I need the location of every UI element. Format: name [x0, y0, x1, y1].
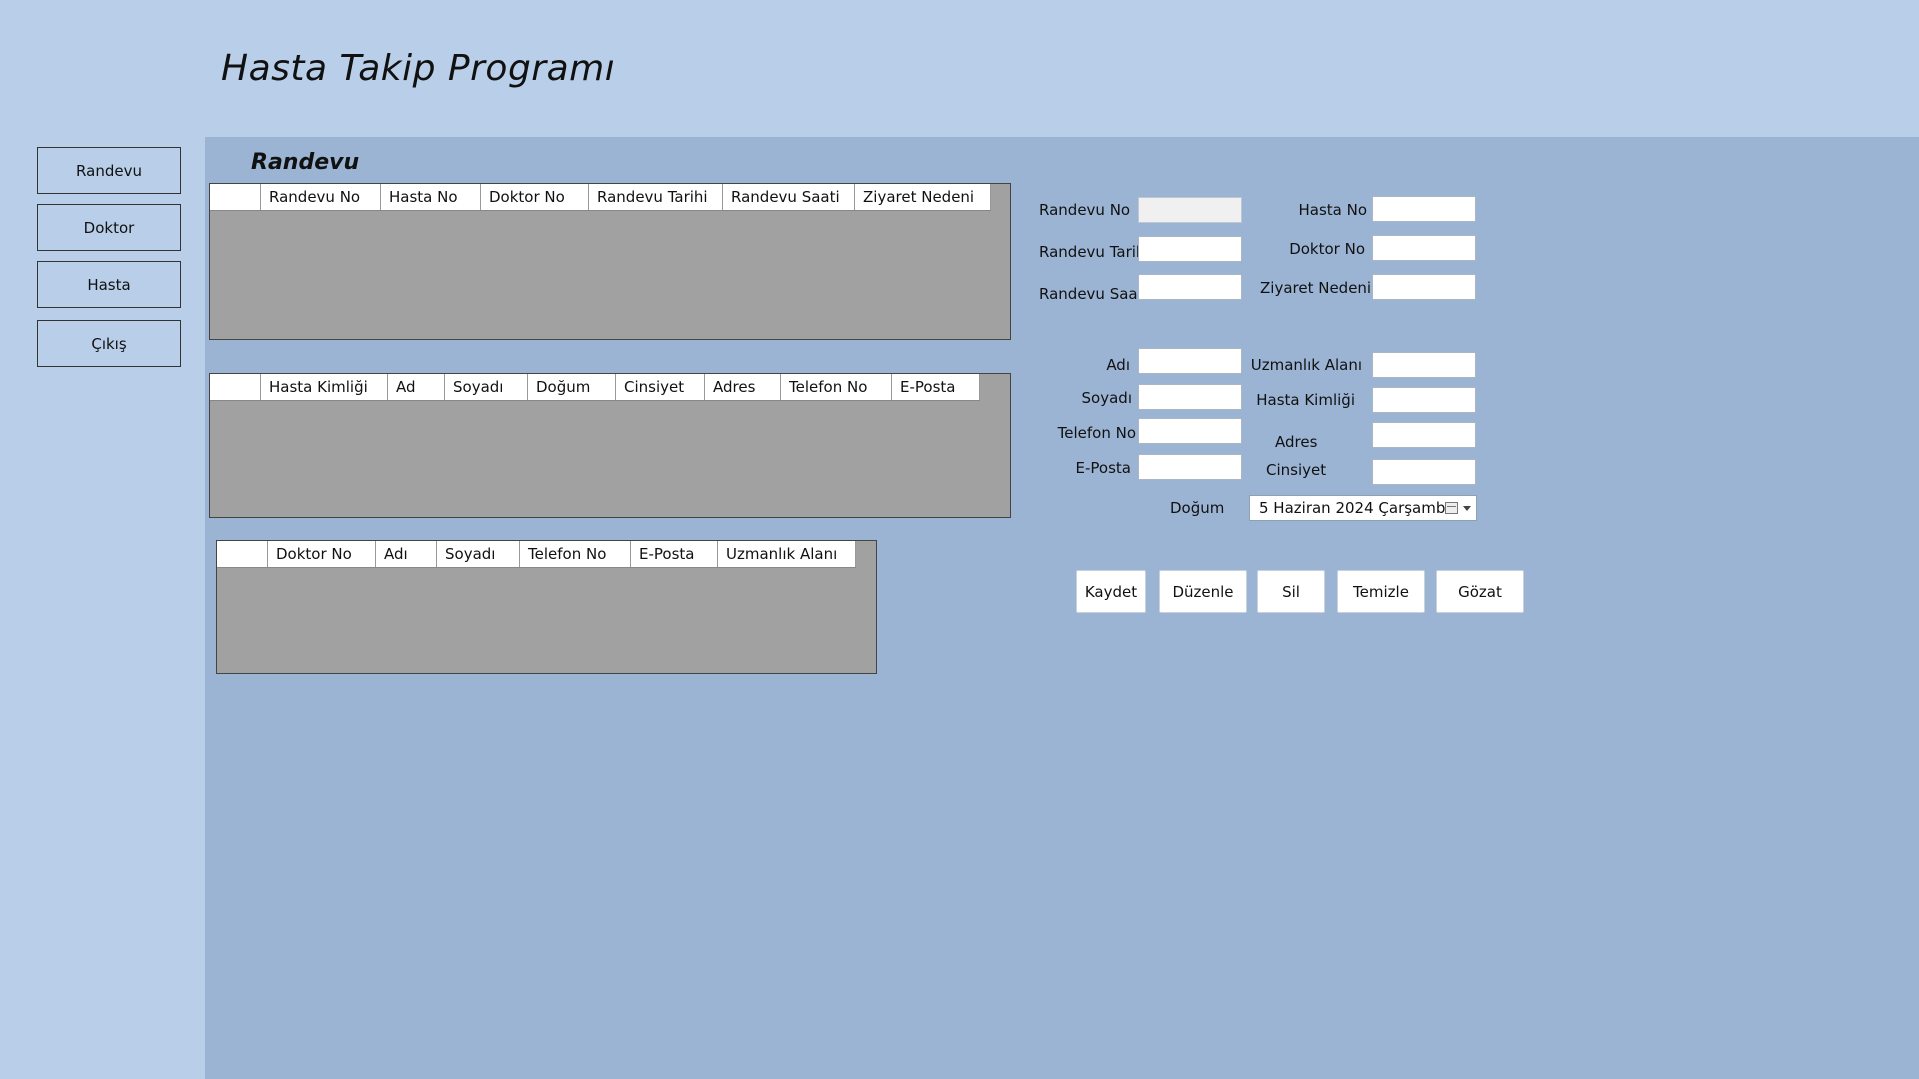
ziyaret-nedeni-field[interactable] — [1372, 274, 1476, 300]
column-header[interactable]: Cinsiyet — [616, 374, 705, 400]
e-posta-label: E-Posta — [1075, 459, 1131, 477]
randevu-saati-field[interactable] — [1138, 274, 1242, 300]
randevu-tarihi-label: Randevu Tarihi — [1039, 243, 1150, 261]
hasta-no-field[interactable] — [1372, 196, 1476, 222]
column-header[interactable]: Randevu No — [261, 184, 381, 210]
hasta-no-label: Hasta No — [1298, 201, 1367, 219]
chevron-down-icon[interactable] — [1463, 506, 1471, 511]
adi-label: Adı — [1106, 356, 1130, 374]
randevu-saati-label: Randevu Saati — [1039, 285, 1148, 303]
randevu-grid[interactable]: Randevu No Hasta No Doktor No Randevu Ta… — [209, 183, 1011, 340]
column-header[interactable]: Hasta Kimliği — [261, 374, 388, 400]
nav-button-cikis[interactable]: Çıkış — [37, 320, 181, 367]
randevu-tarihi-field[interactable] — [1138, 236, 1242, 262]
doktor-no-field[interactable] — [1372, 235, 1476, 261]
column-header[interactable]: Doktor No — [481, 184, 589, 210]
section-title: Randevu — [251, 150, 360, 175]
adi-field[interactable] — [1138, 348, 1242, 374]
uzmanlik-alani-label: Uzmanlık Alanı — [1250, 356, 1362, 374]
hasta-grid-header: Hasta Kimliği Ad Soyadı Doğum Cinsiyet A… — [210, 374, 980, 401]
cinsiyet-label: Cinsiyet — [1266, 461, 1327, 479]
nav-button-randevu[interactable]: Randevu — [37, 147, 181, 194]
uzmanlik-alani-field[interactable] — [1372, 352, 1476, 378]
row-header-cell — [210, 374, 261, 400]
column-header[interactable]: Telefon No — [781, 374, 892, 400]
kaydet-button[interactable]: Kaydet — [1076, 570, 1146, 613]
hasta-kimligi-field[interactable] — [1372, 387, 1476, 413]
app-title: Hasta Takip Programı — [221, 48, 616, 89]
dogum-label: Doğum — [1170, 499, 1225, 517]
row-header-cell — [217, 541, 268, 567]
hasta-kimligi-label: Hasta Kimliği — [1256, 391, 1355, 409]
temizle-button[interactable]: Temizle — [1337, 570, 1425, 613]
e-posta-field[interactable] — [1138, 454, 1242, 480]
randevu-no-label: Randevu No — [1039, 201, 1131, 219]
column-header[interactable]: Uzmanlık Alanı — [718, 541, 856, 567]
column-header[interactable]: E-Posta — [631, 541, 718, 567]
randevu-grid-header: Randevu No Hasta No Doktor No Randevu Ta… — [210, 184, 991, 211]
ziyaret-nedeni-label: Ziyaret Nedeni — [1260, 279, 1372, 297]
column-header[interactable]: Ad — [388, 374, 445, 400]
column-header[interactable]: Soyadı — [437, 541, 520, 567]
column-header[interactable]: Hasta No — [381, 184, 481, 210]
doktor-grid[interactable]: Doktor No Adı Soyadı Telefon No E-Posta … — [216, 540, 877, 674]
date-picker-value: 5 Haziran 2024 Çarşamba — [1259, 499, 1455, 517]
column-header[interactable]: Ziyaret Nedeni — [855, 184, 991, 210]
randevu-no-field — [1138, 197, 1242, 223]
duzenle-button[interactable]: Düzenle — [1159, 570, 1247, 613]
nav-button-doktor[interactable]: Doktor — [37, 204, 181, 251]
soyadi-label: Soyadı — [1081, 389, 1132, 407]
adres-label: Adres — [1275, 433, 1318, 451]
cinsiyet-field[interactable] — [1372, 459, 1476, 485]
telefon-no-label: Telefon No — [1057, 424, 1136, 442]
column-header[interactable]: Telefon No — [520, 541, 631, 567]
column-header[interactable]: Doktor No — [268, 541, 376, 567]
column-header[interactable]: Randevu Tarihi — [589, 184, 723, 210]
column-header[interactable]: Soyadı — [445, 374, 528, 400]
dogum-date-picker[interactable]: 5 Haziran 2024 Çarşamba — [1249, 495, 1477, 521]
nav-button-hasta[interactable]: Hasta — [37, 261, 181, 308]
sil-button[interactable]: Sil — [1257, 570, 1325, 613]
gozat-button[interactable]: Gözat — [1436, 570, 1524, 613]
calendar-icon[interactable] — [1445, 502, 1458, 514]
doktor-grid-header: Doktor No Adı Soyadı Telefon No E-Posta … — [217, 541, 856, 568]
column-header[interactable]: Adı — [376, 541, 437, 567]
row-header-cell — [210, 184, 261, 210]
column-header[interactable]: Randevu Saati — [723, 184, 855, 210]
doktor-no-label: Doktor No — [1289, 240, 1365, 258]
telefon-no-field[interactable] — [1138, 418, 1242, 444]
soyadi-field[interactable] — [1138, 384, 1242, 410]
column-header[interactable]: Doğum — [528, 374, 616, 400]
adres-field[interactable] — [1372, 422, 1476, 448]
column-header[interactable]: Adres — [705, 374, 781, 400]
hasta-grid[interactable]: Hasta Kimliği Ad Soyadı Doğum Cinsiyet A… — [209, 373, 1011, 518]
column-header[interactable]: E-Posta — [892, 374, 980, 400]
